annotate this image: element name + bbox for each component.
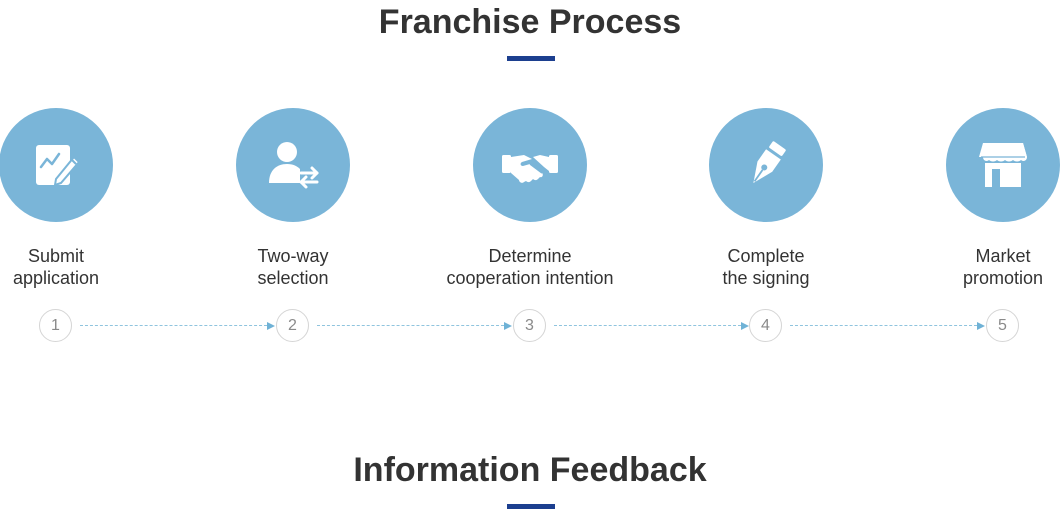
title-accent-bar (507, 504, 555, 509)
step-connector-arrow (80, 322, 275, 330)
connector-dashed-line (554, 325, 741, 326)
step-number-badge: 3 (513, 309, 546, 342)
user-exchange-icon (269, 142, 319, 189)
step-label-line: Complete (727, 246, 805, 266)
title-accent-bar (507, 56, 555, 61)
step-icon-circle (473, 108, 587, 222)
step-label-line: promotion (962, 268, 1044, 288)
process-step-determine-cooperation: Determine cooperation intention 3 (410, 108, 650, 348)
process-step-complete-signing: Complete the signing 4 (646, 108, 886, 348)
process-steps: Submit application 1 Two-way selection 2 (0, 108, 1060, 348)
step-label-line: Submit (27, 246, 85, 266)
step-label-line: selection (257, 268, 329, 288)
step-icon-circle (709, 108, 823, 222)
step-label-line: Two-way (257, 246, 329, 266)
arrow-right-icon (977, 322, 985, 330)
step-label-line: cooperation intention (446, 268, 614, 288)
process-step-market-promotion: Market promotion 5 (883, 108, 1060, 348)
step-connector-arrow (554, 322, 749, 330)
step-number-badge: 5 (986, 309, 1019, 342)
step-label: Submit application (0, 245, 176, 289)
storefront-icon (979, 143, 1027, 187)
connector-dashed-line (80, 325, 267, 326)
arrow-right-icon (504, 322, 512, 330)
step-label-line: application (12, 268, 100, 288)
step-icon-circle (946, 108, 1060, 222)
step-number-badge: 4 (749, 309, 782, 342)
handshake-icon (502, 155, 558, 183)
step-number-badge: 2 (276, 309, 309, 342)
pen-nib-icon (753, 141, 786, 184)
process-step-two-way-selection: Two-way selection 2 (173, 108, 413, 348)
connector-dashed-line (317, 325, 504, 326)
step-label-line: Market (975, 246, 1031, 266)
connector-dashed-line (790, 325, 977, 326)
process-step-submit-application: Submit application 1 (0, 108, 176, 348)
step-label: Complete the signing (646, 245, 886, 289)
step-label-line: Determine (488, 246, 572, 266)
step-icon-circle (236, 108, 350, 222)
step-connector-arrow (790, 322, 985, 330)
step-connector-arrow (317, 322, 512, 330)
step-label-line: the signing (722, 268, 810, 288)
arrow-right-icon (267, 322, 275, 330)
information-feedback-title: Information Feedback (353, 451, 707, 489)
document-edit-icon (36, 145, 81, 187)
step-icon-circle (0, 108, 113, 222)
step-number-badge: 1 (39, 309, 72, 342)
step-label: Market promotion (883, 245, 1060, 289)
step-label: Two-way selection (173, 245, 413, 289)
arrow-right-icon (741, 322, 749, 330)
franchise-process-title: Franchise Process (378, 3, 682, 41)
step-label: Determine cooperation intention (410, 245, 650, 289)
